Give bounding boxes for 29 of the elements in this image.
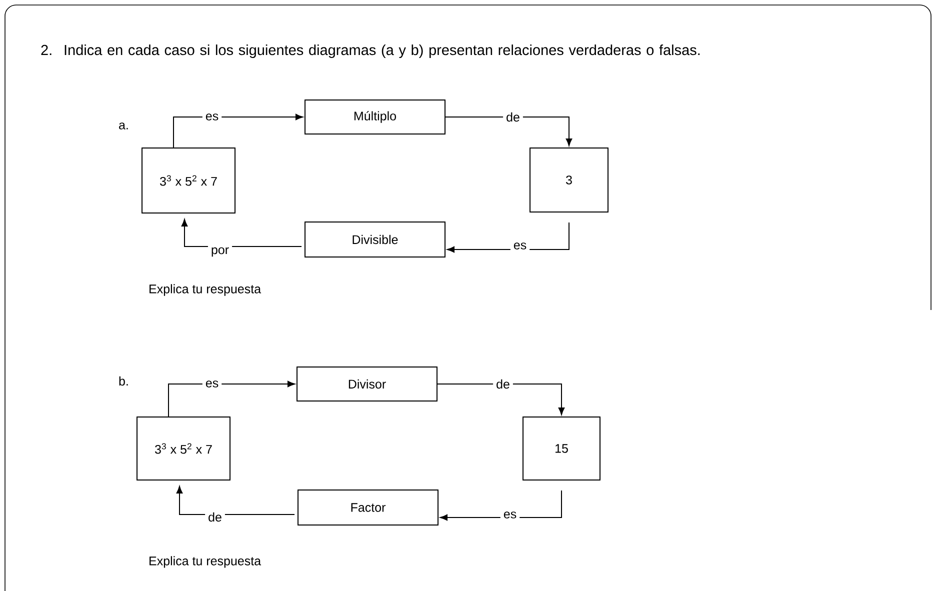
item-letter: 2. (41, 44, 52, 55)
arrow (168, 380, 296, 417)
prompt-text: Explica tu respuesta (150, 556, 262, 568)
edge-label: es (500, 508, 520, 522)
edge-label: es (202, 110, 222, 124)
arrow (437, 384, 565, 415)
arrow (173, 114, 304, 148)
concept-box: 3$^{3}$ x 5$^{2}$ x 7 (142, 148, 236, 214)
concept-box: Divisor (296, 366, 438, 402)
edge-label: de (493, 376, 513, 392)
prompt-text: Explica tu respuesta (150, 284, 262, 296)
edge-label: es (202, 378, 222, 390)
arrow (445, 116, 572, 146)
edge-label: de (205, 509, 225, 525)
item-letter: a. (119, 122, 128, 130)
concept-box: Factor (298, 490, 438, 526)
edge-label: es (510, 240, 530, 252)
concept-box: Múltiplo (304, 100, 446, 134)
arrow (176, 486, 295, 515)
edge-label: por (208, 244, 232, 260)
item-letter: b. (119, 376, 128, 386)
arrow (447, 222, 570, 253)
concept-box: Divisible (304, 222, 446, 258)
concept-box: 15 (522, 416, 600, 480)
concept-box: 3 (530, 148, 608, 212)
edge-label: de (503, 109, 523, 125)
concept-box: 3$^{3}$ x 5$^{2}$ x 7 (136, 416, 230, 480)
arrow (440, 490, 562, 521)
instruction-text: Indica en cada caso si los siguientes diagramas (a y b) presentan relaciones verdaderas o falsas. (64, 44, 700, 58)
